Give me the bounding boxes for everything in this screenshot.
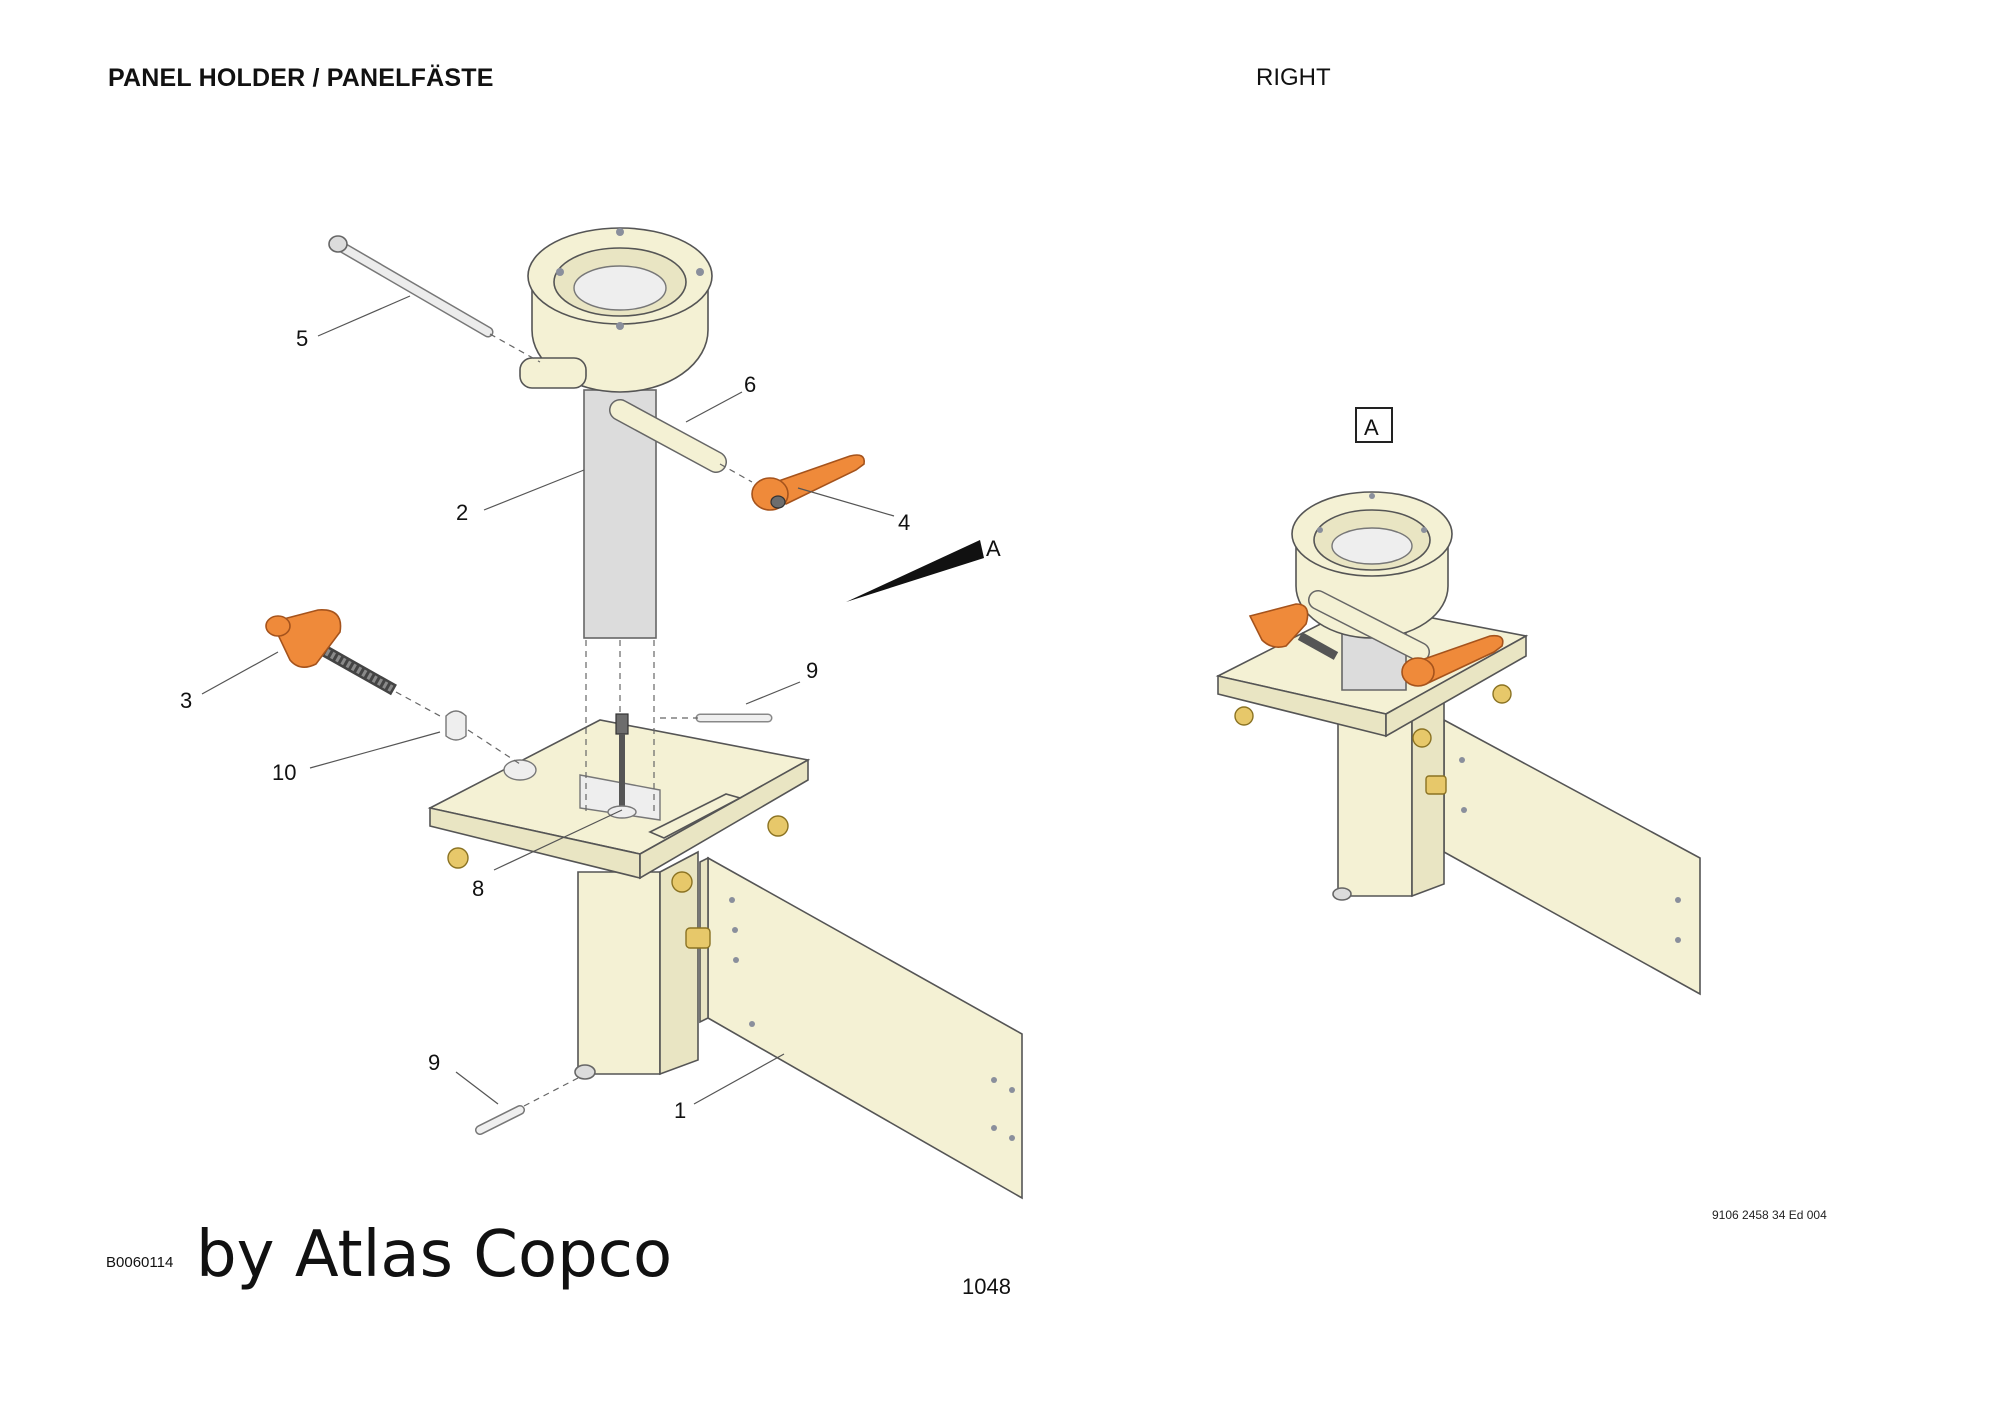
view-arrow-label: A bbox=[986, 536, 1001, 561]
part-top-flange bbox=[519, 227, 713, 393]
callout-5: 5 bbox=[296, 326, 308, 351]
part-1-post bbox=[574, 850, 711, 1080]
callout-9-lower: 9 bbox=[428, 1050, 440, 1075]
page-number: 1048 bbox=[962, 1274, 1011, 1299]
callout-2: 2 bbox=[456, 500, 468, 525]
drawing-code: B0060114 bbox=[106, 1254, 174, 1271]
callout-1: 1 bbox=[674, 1098, 686, 1123]
part-10-washer bbox=[445, 710, 521, 765]
document-reference: 9106 2458 34 Ed 004 bbox=[1712, 1208, 1827, 1222]
callout-10: 10 bbox=[272, 760, 296, 785]
callout-9-upper: 9 bbox=[806, 658, 818, 683]
view-box-frame bbox=[1355, 407, 1393, 443]
part-4-lever bbox=[751, 454, 866, 511]
callout-6: 6 bbox=[744, 372, 756, 397]
part-5-pin bbox=[328, 235, 541, 363]
part-9-pin-lower bbox=[475, 1077, 579, 1135]
callout-3: 3 bbox=[180, 688, 192, 713]
callout-8: 8 bbox=[472, 876, 484, 901]
callout-4: 4 bbox=[898, 510, 910, 535]
view-box-label: A bbox=[1364, 415, 1379, 440]
exploded-view: A 5 6 2 4 3 9 10 8 9 1 bbox=[180, 227, 1023, 1200]
page-title: PANEL HOLDER / PANELFÄSTE bbox=[108, 64, 494, 92]
side-label: RIGHT bbox=[1256, 64, 1331, 91]
assembled-view-a: A bbox=[1215, 407, 1701, 996]
part-8-bolt bbox=[607, 713, 637, 819]
part-6-rod bbox=[609, 399, 753, 483]
part-3-handle-screw bbox=[265, 609, 441, 717]
watermark-text: by Atlas Copco bbox=[196, 1218, 673, 1292]
part-1-panel-plate bbox=[699, 856, 1023, 1200]
view-arrow-a: A bbox=[846, 536, 1001, 602]
